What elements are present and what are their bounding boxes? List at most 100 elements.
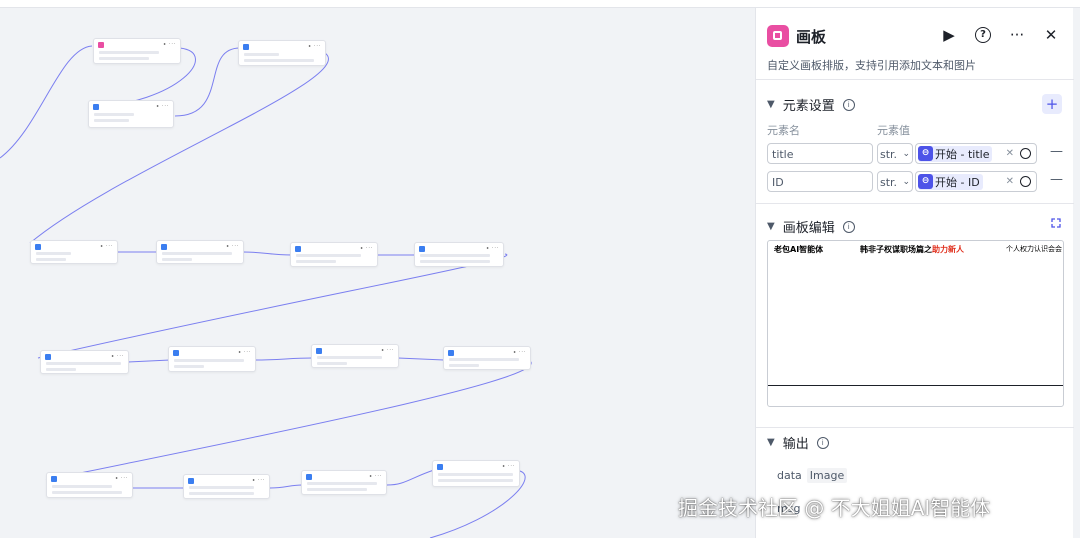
workflow-node[interactable]: ▸ ···	[46, 472, 133, 498]
workflow-node[interactable]: ▸ ···	[168, 346, 256, 372]
canvas-editor[interactable]: 老包AI智能体 韩非子权谋职场篇之助力新人 个人权力认识会会	[767, 240, 1064, 407]
section-title: 输出	[782, 437, 809, 452]
wire	[127, 359, 171, 363]
canvas-node-icon	[98, 42, 104, 48]
clear-icon[interactable]: ✕	[1005, 176, 1014, 187]
clear-icon[interactable]: ✕	[1005, 148, 1014, 159]
output-row-partial: msg	[777, 502, 801, 515]
panel-description: 自定义画板排版，支持引用添加文本和图片	[767, 59, 976, 72]
workflow-node[interactable]: ▸ ···	[238, 40, 326, 66]
remove-row-button[interactable]: —	[1050, 172, 1063, 187]
wire	[174, 47, 241, 117]
canvas-divider-line	[768, 385, 1063, 386]
more-icon[interactable]: ▸ ···	[308, 43, 321, 48]
info-icon[interactable]: i	[842, 220, 855, 233]
type-select[interactable]: str.⌄	[877, 171, 913, 192]
more-icon[interactable]: ▸ ···	[486, 245, 499, 250]
target-icon[interactable]	[1020, 176, 1031, 187]
more-icon[interactable]: ▸ ···	[163, 41, 176, 46]
more-icon[interactable]: ···	[1009, 26, 1025, 44]
more-icon[interactable]: ▸ ···	[360, 245, 373, 250]
reference-value-field[interactable]: ⊖ 开始 - ID ✕	[915, 171, 1037, 192]
wire	[37, 253, 508, 359]
node-icon	[93, 104, 99, 110]
workflow-node[interactable]: ▸ ···	[301, 470, 387, 495]
output-type-badge: Image	[806, 468, 848, 483]
chevron-down-icon[interactable]: ▼	[767, 99, 775, 110]
more-icon[interactable]: ▸ ···	[226, 243, 239, 248]
workflow-node[interactable]: ▸ ···	[443, 346, 531, 370]
elements-section-header[interactable]: ▼ 元素设置 i	[767, 95, 855, 114]
type-value: str.	[880, 176, 898, 189]
info-icon[interactable]: i	[842, 98, 855, 111]
type-value: str.	[880, 148, 898, 161]
node-icon	[448, 350, 454, 356]
canvas-text-left[interactable]: 老包AI智能体	[774, 245, 824, 254]
node-icon	[295, 246, 301, 252]
workflow-node[interactable]: ▸ ···	[30, 240, 118, 264]
reference-label: 开始 - title	[935, 147, 990, 161]
node-icon	[419, 246, 425, 252]
canvas-app-icon	[767, 25, 789, 47]
more-icon[interactable]: ▸ ···	[252, 477, 265, 482]
help-icon[interactable]: ?	[975, 27, 991, 43]
wire	[29, 52, 329, 244]
workflow-node[interactable]: ▸ ···	[311, 344, 399, 368]
wire	[429, 470, 526, 538]
reference-tag[interactable]: ⊖ 开始 - title	[918, 145, 993, 162]
more-icon[interactable]: ▸ ···	[381, 347, 394, 352]
canvas-settings-panel: 画板 ▶ ? ··· ✕ 自定义画板排版，支持引用添加文本和图片 ▼ 元素设置 …	[755, 8, 1074, 538]
workflow-node[interactable]: ▸ ···	[432, 460, 520, 487]
editor-section-header[interactable]: ▼ 画板编辑 i	[767, 217, 855, 236]
workflow-node[interactable]: ▸ ···	[88, 100, 174, 128]
connection-wires	[0, 45, 532, 538]
more-icon[interactable]: ▸ ···	[502, 463, 515, 468]
wire	[0, 45, 93, 159]
close-icon[interactable]: ✕	[1044, 26, 1058, 44]
more-icon[interactable]: ▸ ···	[111, 353, 124, 358]
wire	[397, 357, 445, 361]
chevron-down-icon[interactable]: ▼	[767, 221, 775, 232]
chevron-down-icon[interactable]: ▼	[767, 437, 775, 448]
node-icon	[316, 348, 322, 354]
canvas-text-center-main: 韩非子权谋职场篇之	[860, 245, 932, 254]
more-icon[interactable]: ▸ ···	[115, 475, 128, 480]
output-section-header[interactable]: ▼ 输出 i	[767, 433, 829, 452]
workflow-node[interactable]: ▸ ···	[414, 242, 504, 267]
start-node-icon: ⊖	[918, 174, 933, 189]
workflow-node[interactable]: ▸ ···	[183, 474, 270, 499]
workflow-node[interactable]: ▸ ···	[156, 240, 244, 264]
more-icon[interactable]: ▸ ···	[369, 473, 382, 478]
info-icon[interactable]: i	[816, 436, 829, 449]
workflow-node[interactable]: ▸ ···	[40, 350, 129, 374]
top-bar	[0, 0, 1080, 8]
more-icon[interactable]: ▸ ···	[156, 103, 169, 108]
play-icon[interactable]: ▶	[943, 26, 955, 44]
workflow-node[interactable]: ▸ ···	[290, 242, 378, 267]
workflow-node[interactable]: ▸ ···	[93, 38, 181, 64]
type-select[interactable]: str.⌄	[877, 143, 913, 164]
canvas-text-right[interactable]: 个人权力认识会会	[1006, 245, 1062, 253]
remove-row-button[interactable]: —	[1050, 144, 1063, 159]
reference-value-field[interactable]: ⊖ 开始 - title ✕	[915, 143, 1037, 164]
wire	[269, 484, 303, 489]
expand-icon[interactable]	[1051, 218, 1061, 228]
canvas-text-center[interactable]: 韩非子权谋职场篇之助力新人	[860, 244, 964, 255]
reference-label: 开始 - ID	[935, 175, 980, 189]
target-icon[interactable]	[1020, 148, 1031, 159]
node-icon	[173, 350, 179, 356]
add-element-button[interactable]: +	[1042, 94, 1062, 114]
watermark: 掘金技术社区 @ 不大姐姐AI智能体	[678, 496, 991, 520]
workflow-canvas[interactable]: ▸ ··· ▸ ··· ▸ ··· ▸ ··· ▸ ··· ▸ ··· ▸ ··…	[0, 8, 755, 538]
element-name-input[interactable]: title	[767, 143, 873, 164]
more-icon[interactable]: ▸ ···	[513, 349, 526, 354]
output-name: data	[777, 469, 802, 482]
more-icon[interactable]: ▸ ···	[238, 349, 251, 354]
output-row: data Image	[777, 468, 848, 483]
start-node-icon: ⊖	[918, 146, 933, 161]
wire	[242, 251, 293, 256]
more-icon[interactable]: ▸ ···	[100, 243, 113, 248]
node-icon	[161, 244, 167, 250]
reference-tag[interactable]: ⊖ 开始 - ID	[918, 173, 983, 190]
element-name-input[interactable]: ID	[767, 171, 873, 192]
